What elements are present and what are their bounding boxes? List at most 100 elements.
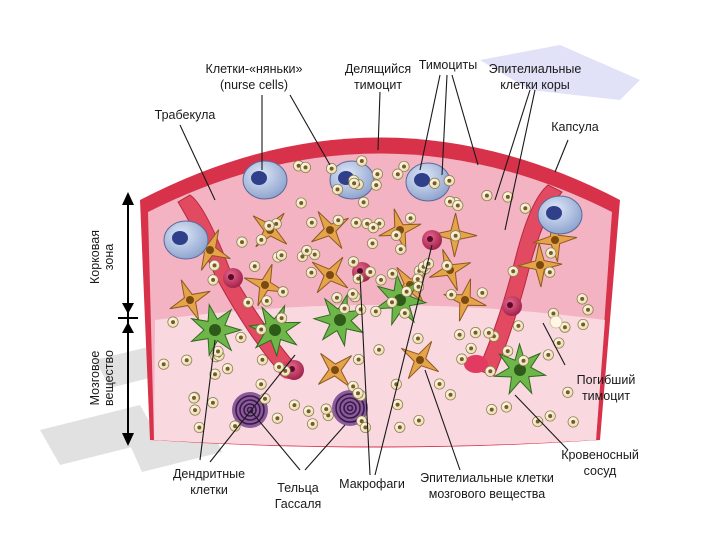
thymocyte	[358, 196, 370, 208]
label-medulla-2: вещество	[102, 350, 116, 406]
nurse-cell	[163, 220, 209, 260]
label-trabecula: Трабекула	[155, 108, 216, 122]
labels: Клетки-«няньки» (nurse cells) Делящийся …	[88, 58, 639, 511]
thymocyte	[542, 349, 554, 361]
thymocyte	[450, 230, 462, 242]
macrophage	[502, 296, 522, 316]
thymocyte	[375, 274, 387, 286]
label-blood-vessel: Кровеносный	[561, 448, 639, 462]
thymocyte	[545, 247, 557, 259]
thymocyte	[255, 323, 267, 336]
thymocyte	[392, 399, 404, 411]
thymocyte	[350, 217, 362, 229]
thymocyte	[158, 358, 170, 370]
dendritic-cell	[247, 304, 302, 358]
thymocyte	[390, 229, 402, 241]
thymocyte	[207, 397, 219, 409]
thymocyte	[444, 389, 457, 401]
thymocyte	[567, 416, 579, 428]
thymocyte	[532, 415, 544, 428]
thymocyte	[519, 202, 531, 214]
thymocyte	[452, 199, 464, 212]
label-nurse-cells-en: (nurse cells)	[220, 78, 288, 92]
macrophage	[223, 268, 243, 288]
label-dead-thymocyte: Погибший	[577, 373, 636, 387]
thymocyte	[481, 190, 493, 202]
thymocyte	[359, 421, 371, 433]
label-medulla: Мозговое	[88, 351, 102, 406]
thymocyte	[413, 414, 425, 427]
thymocyte	[352, 273, 364, 285]
thymocyte	[332, 214, 344, 226]
thymocyte	[394, 421, 406, 433]
thymocyte	[275, 249, 288, 261]
thymocyte	[544, 410, 556, 422]
thymocyte	[326, 163, 338, 175]
thymocyte	[301, 245, 313, 257]
thymocyte	[429, 177, 441, 189]
zone-bracket	[118, 192, 138, 446]
thymocyte	[347, 288, 359, 300]
thymocyte	[193, 421, 205, 434]
thymocyte	[208, 259, 221, 271]
thymocyte	[261, 295, 273, 307]
epithelial-cell	[243, 263, 287, 307]
thymocyte	[373, 344, 385, 356]
thymocyte	[331, 183, 344, 195]
label-epithelial-medulla: Эпителиальные клетки	[420, 471, 554, 485]
label-macrophages: Макрофаги	[339, 477, 405, 491]
thymocyte	[443, 175, 455, 187]
thymocyte	[390, 378, 402, 390]
label-thymocytes: Тимоциты	[419, 58, 477, 72]
thymocyte	[456, 353, 468, 365]
thymocyte	[236, 236, 248, 248]
thymocyte	[212, 345, 224, 357]
thymocyte	[167, 316, 179, 328]
thymocyte	[209, 368, 221, 380]
epithelial-cell	[532, 217, 578, 263]
thymocyte	[273, 361, 285, 373]
macrophage	[422, 230, 442, 250]
thymocyte	[445, 289, 457, 301]
label-epithelial-medulla-2: мозгового вещества	[429, 487, 546, 501]
epithelial-cell	[443, 278, 487, 322]
thymocyte	[188, 392, 200, 404]
thymocyte	[386, 268, 398, 280]
thymocyte	[484, 365, 496, 377]
label-hassall-bodies-2: Гассаля	[275, 497, 322, 511]
label-nurse-cells: Клетки-«няньки»	[206, 62, 303, 76]
thymocyte	[331, 292, 343, 304]
thymocyte	[277, 286, 289, 298]
thymocyte	[355, 303, 367, 315]
thymocyte	[582, 304, 594, 316]
label-dividing-thymocyte-2: тимоцит	[354, 78, 402, 92]
thymocyte	[249, 260, 261, 272]
thymocyte	[367, 222, 379, 234]
thymocyte	[306, 217, 318, 229]
thymocyte	[347, 256, 359, 268]
thymocyte	[235, 331, 247, 344]
thymocyte	[476, 287, 488, 299]
thymocyte	[255, 378, 267, 390]
epithelial-cell	[400, 340, 440, 380]
thymocyte	[507, 265, 519, 277]
leader-lines	[179, 74, 569, 476]
label-blood-vessel-2: сосуд	[584, 464, 617, 478]
thymocyte	[544, 266, 556, 278]
nurse-cell	[405, 162, 451, 202]
thymocyte	[366, 237, 379, 249]
thymocyte	[255, 234, 267, 246]
thymocyte	[398, 160, 410, 173]
dendritic-cell	[190, 302, 243, 358]
thymocyte	[465, 342, 477, 354]
thymocyte	[271, 412, 283, 424]
epithelial-cell	[311, 211, 349, 249]
thymocyte	[256, 354, 268, 366]
thymocyte	[307, 418, 319, 430]
thymocyte	[288, 399, 300, 411]
thymocyte	[305, 267, 317, 279]
thymocyte	[320, 403, 332, 415]
thymocyte	[392, 168, 404, 180]
thymocyte	[299, 161, 312, 173]
